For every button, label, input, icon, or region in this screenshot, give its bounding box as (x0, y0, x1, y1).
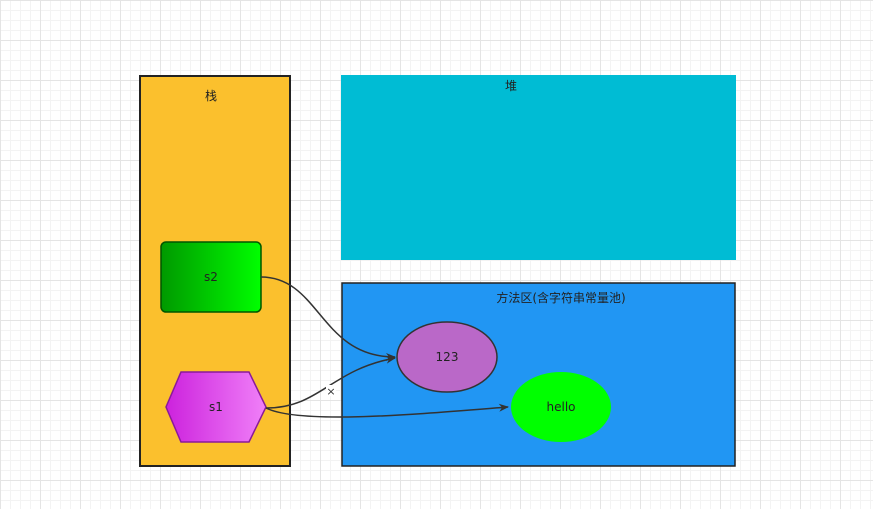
value-123-label: 123 (436, 350, 459, 364)
heap-region[interactable] (341, 75, 736, 260)
value-123-node[interactable] (396, 321, 498, 393)
method-area-region[interactable] (341, 282, 736, 467)
broken-marker-bg (326, 385, 336, 396)
heap-label: 堆 (505, 79, 517, 93)
method-area-label: 方法区(含字符串常量池) (496, 290, 625, 305)
s1-node[interactable] (165, 371, 267, 443)
edge-s1-to-hello[interactable] (265, 403, 509, 418)
edge-s2-to-123[interactable] (260, 276, 396, 361)
s2-label: s2 (204, 270, 218, 284)
broken-link-marker: × (326, 385, 335, 398)
stack-label: 栈 (205, 88, 217, 103)
value-hello-node[interactable] (511, 372, 611, 442)
s1-label: s1 (209, 400, 223, 414)
value-hello-label: hello (547, 400, 576, 414)
